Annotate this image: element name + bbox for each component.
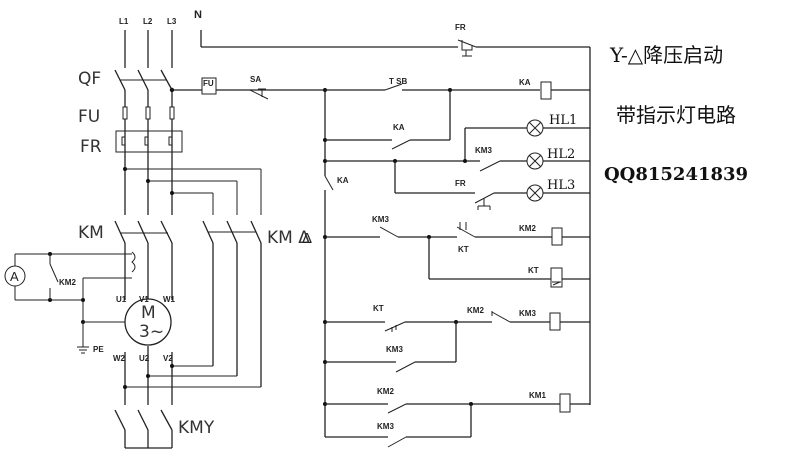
hl1-label: HL1 [549,113,577,128]
control-fuse-label: FU [203,79,214,88]
km3-nc-label: KM3 [372,215,389,224]
pe-label: PE [93,345,104,354]
ammeter-bypass-label: KM2 [59,278,76,287]
km3-no-label: KM3 [377,422,394,431]
km-delta-contacts [202,220,262,244]
motor [124,298,172,346]
qf-breaker [114,69,173,91]
hl3-label: HL3 [547,178,575,193]
ground-icon [77,346,89,354]
km-main-contacts [114,220,173,244]
km3-hold-label: KM3 [386,345,403,354]
sb-label: T SB [389,77,407,86]
motor-sub-label: 3~ [139,322,164,342]
phase-l2-label: L2 [143,17,153,26]
contact-text: QQ815241839 [604,164,748,185]
control-circuit: FR FU SA KA T SB KA KA [172,23,591,448]
terminal-v2: V2 [163,354,173,363]
fr-top-label: FR [455,23,466,32]
km3-coil-label: KM3 [519,309,536,318]
kt-coil [550,267,563,288]
control-fuse [201,77,217,95]
fuse-l1 [122,106,128,120]
km3-coil [549,312,561,331]
sa-label: SA [250,75,261,84]
kt-coil-label: KT [528,266,539,275]
km2-coil [551,227,563,246]
ka-main-label: KA [337,176,349,185]
qf-label: QF [78,69,101,89]
kt-nc-label: KT [458,245,469,254]
km1-coil [559,393,571,413]
km2-coil-label: KM2 [519,224,536,233]
power-circuit: L1 L2 L3 N QF FU FR [4,9,310,449]
fr-label: FR [80,137,102,157]
km2-nc-label: KM2 [467,306,484,315]
kt-nc-contact [456,222,476,238]
fr-nc-contact [457,39,477,57]
fr-lamp-label: FR [455,179,466,188]
km2-no-label: KM2 [377,387,394,396]
motor-label: M [141,303,156,323]
delta-symbol: Δ [302,230,312,247]
sa-switch [249,88,269,100]
kmy-contacts [114,409,173,449]
current-transformer [131,251,136,273]
title-line1: Y-△降压启动 [609,43,723,67]
title-line2: 带指示灯电路 [616,103,736,127]
fu-label: FU [78,107,100,127]
phase-l1-label: L1 [119,17,129,26]
km-label: KM [78,223,104,243]
terminal-v1: V1 [139,295,149,304]
phase-l3-label: L3 [167,17,177,26]
fr-thermal-box [115,130,183,153]
terminal-w1: W1 [163,295,176,304]
terminal-u2: U2 [139,354,150,363]
kt-no-label: KT [373,304,384,313]
fuse-l2 [145,106,151,120]
kmy-label: KMY [178,418,215,438]
terminal-w2: W2 [113,354,126,363]
terminal-u1: U1 [116,295,127,304]
km1-coil-label: KM1 [529,391,546,400]
ka-coil [540,81,552,100]
kt-no-contact [384,321,406,332]
ka-coil-label: KA [519,78,531,87]
hl2-label: HL2 [547,147,575,162]
ka-hold-label: KA [393,123,405,132]
ammeter-label: A [10,269,19,284]
km-delta-label: KM Δ [267,228,310,248]
fuse-l3 [169,106,175,120]
neutral-label: N [194,9,202,21]
km3-lamp-label: KM3 [475,146,492,155]
